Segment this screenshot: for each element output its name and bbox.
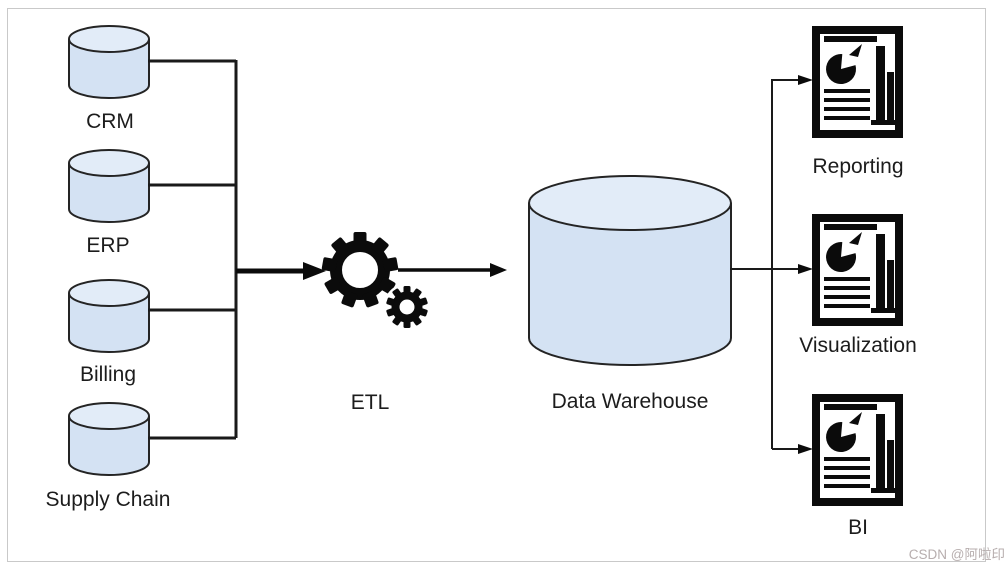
to-bi-arrowhead (798, 444, 813, 454)
erp-label: ERP (86, 234, 130, 257)
data-warehouse-database-icon (528, 175, 732, 366)
warehouse-output-branch-lines (730, 79, 800, 450)
to-reporting-arrowhead (798, 75, 813, 85)
crm-label: CRM (86, 110, 134, 133)
visualization-report-icon (816, 218, 899, 322)
visualization-label: Visualization (799, 334, 917, 357)
reporting-report-icon (816, 30, 899, 134)
supply-chain-label: Supply Chain (45, 488, 171, 511)
data-warehouse-label: Data Warehouse (551, 390, 709, 413)
csdn-watermark: CSDN @阿啦印 (908, 547, 1005, 562)
to-visualization-arrowhead (798, 264, 813, 274)
reporting-label: Reporting (812, 155, 904, 178)
etl-to-warehouse-arrowhead (490, 263, 507, 277)
erp-database-icon (68, 149, 150, 223)
etl-gears-icon (321, 232, 431, 331)
billing-label: Billing (79, 363, 137, 386)
bi-report-icon (816, 398, 899, 502)
bi-label: BI (848, 516, 868, 539)
etl-label: ETL (350, 391, 390, 414)
supply-chain-database-icon (68, 402, 150, 476)
sources-to-etl-arrowhead (303, 262, 326, 280)
billing-database-icon (68, 279, 150, 353)
source-collector-lines (148, 59, 238, 440)
crm-database-icon (68, 25, 150, 99)
